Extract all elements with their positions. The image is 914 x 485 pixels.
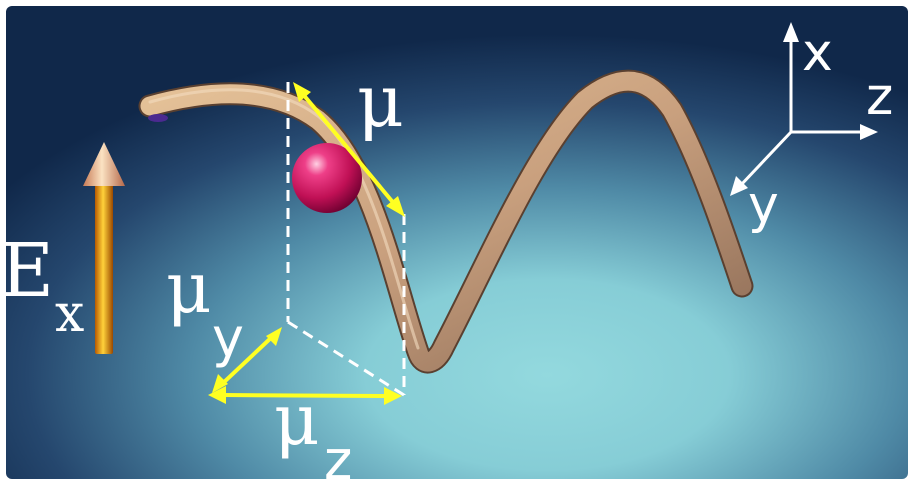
- e-field-subscript: x: [55, 284, 84, 344]
- axis-z-label: z: [866, 67, 893, 127]
- dipole-component-mu-y: [212, 327, 282, 393]
- axis-y-arrowhead: [730, 176, 748, 196]
- mu-label: μ: [357, 59, 404, 143]
- axis-y-label: y: [748, 175, 779, 235]
- background-panel: [6, 6, 908, 479]
- chromophore-sphere: [292, 143, 362, 213]
- projection-dashed-lines: [286, 82, 406, 397]
- dipole-vector-mu: [293, 82, 405, 217]
- axis-x-label: x: [802, 23, 833, 83]
- coordinate-axes: [738, 38, 864, 188]
- mu-z-subscript: z: [324, 429, 352, 485]
- electric-field-arrow: [83, 142, 125, 354]
- mu-y-subscript: y: [212, 306, 244, 369]
- axis-x-arrowhead: [783, 22, 799, 42]
- mu-y-label: μ: [166, 247, 212, 329]
- dipole-component-mu-z: [208, 386, 402, 405]
- e-field-label: E: [0, 228, 54, 314]
- axis-z-arrowhead: [860, 124, 878, 140]
- mu-z-label: μ: [274, 379, 320, 461]
